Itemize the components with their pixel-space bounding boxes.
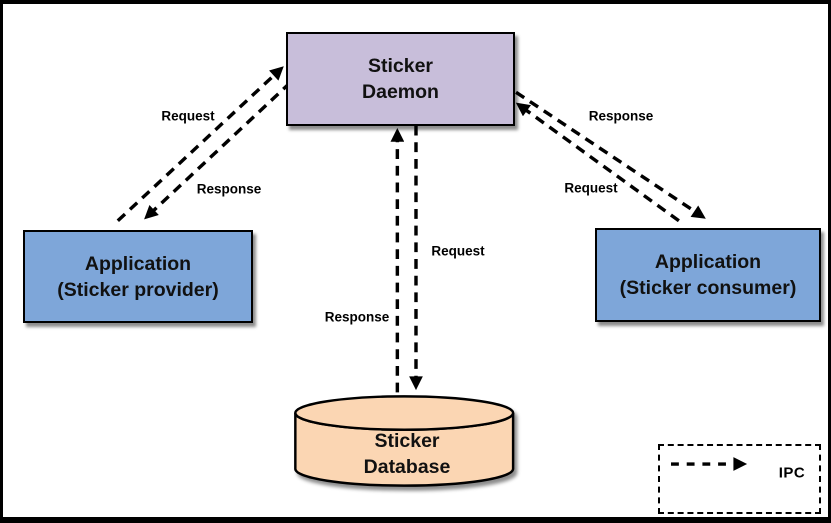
- node-label-line: (Sticker consumer): [619, 277, 797, 299]
- node-sticker-database: [294, 395, 515, 487]
- edge-provider-request-arrow: [116, 66, 284, 223]
- edge-label-consumer-response: Response: [588, 108, 654, 124]
- node-application-provider: Application (Sticker provider): [23, 230, 253, 323]
- node-label-line: Sticker: [374, 430, 440, 452]
- arrows-layer: [116, 66, 748, 487]
- legend-box: [658, 444, 821, 514]
- node-label-line: Sticker: [367, 55, 434, 77]
- edge-consumer-response-arrow: [515, 90, 706, 219]
- edge-provider-response-arrow: [144, 81, 292, 220]
- edge-consumer-request-arrow: [515, 102, 680, 223]
- node-label-line: Application: [654, 251, 762, 273]
- node-label-line: (Sticker provider): [57, 278, 219, 301]
- node-label-line: Daemon: [362, 81, 439, 103]
- edge-label-consumer-request: Request: [564, 180, 618, 196]
- legend-ipc-label: IPC: [778, 464, 806, 482]
- edge-label-db-request: Request: [431, 243, 485, 259]
- node-sticker-database-label: Sticker Database: [296, 428, 518, 480]
- node-label-line: Database: [363, 456, 451, 478]
- edge-label-db-response: Response: [324, 309, 390, 325]
- database-cylinder-top: [294, 395, 515, 431]
- edge-label-provider-request: Request: [161, 108, 215, 124]
- node-label-line: Application: [84, 252, 192, 275]
- edge-label-provider-response: Response: [196, 181, 262, 197]
- node-application-consumer: Application (Sticker consumer): [595, 228, 821, 322]
- node-sticker-daemon: Sticker Daemon: [286, 32, 515, 126]
